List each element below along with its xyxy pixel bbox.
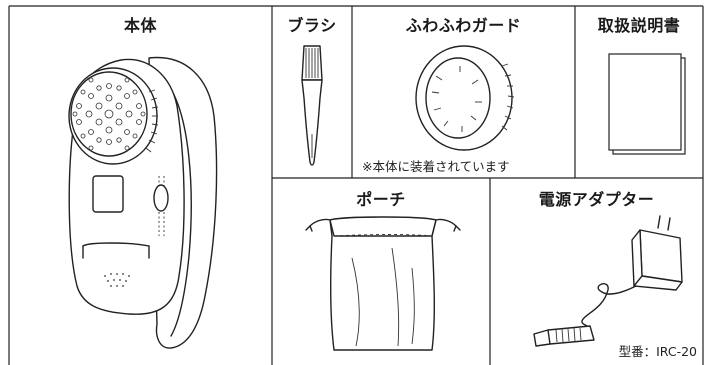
manual-title: 取扱説明書	[597, 16, 681, 35]
adapter-title: 電源アダプター	[538, 190, 655, 209]
pouch-cell: ポーチ	[272, 178, 490, 365]
cleaning-brush-icon	[301, 45, 323, 166]
manual-cell: 取扱説明書	[575, 6, 703, 178]
pouch-title: ポーチ	[356, 190, 406, 209]
guard-cell: ふわふわガード ※本体に装着されています	[352, 6, 575, 178]
instruction-booklet-icon	[608, 53, 686, 155]
adapter-cell: 電源アダプター 型番：IRC-20	[490, 178, 703, 365]
drawstring-pouch-icon	[305, 216, 461, 351]
guard-note: ※本体に装着されています	[362, 159, 510, 174]
lint-remover-icon	[68, 56, 218, 349]
main-unit-cell: 本体	[9, 6, 272, 365]
brush-title: ブラシ	[287, 16, 337, 35]
soft-guard-ring-icon	[415, 45, 515, 151]
adapter-model-number: 型番：IRC-20	[618, 344, 697, 359]
ac-adapter-icon	[533, 215, 683, 347]
brush-cell: ブラシ	[272, 6, 352, 178]
main-unit-title: 本体	[123, 16, 157, 35]
guard-title: ふわふわガード	[405, 16, 522, 35]
